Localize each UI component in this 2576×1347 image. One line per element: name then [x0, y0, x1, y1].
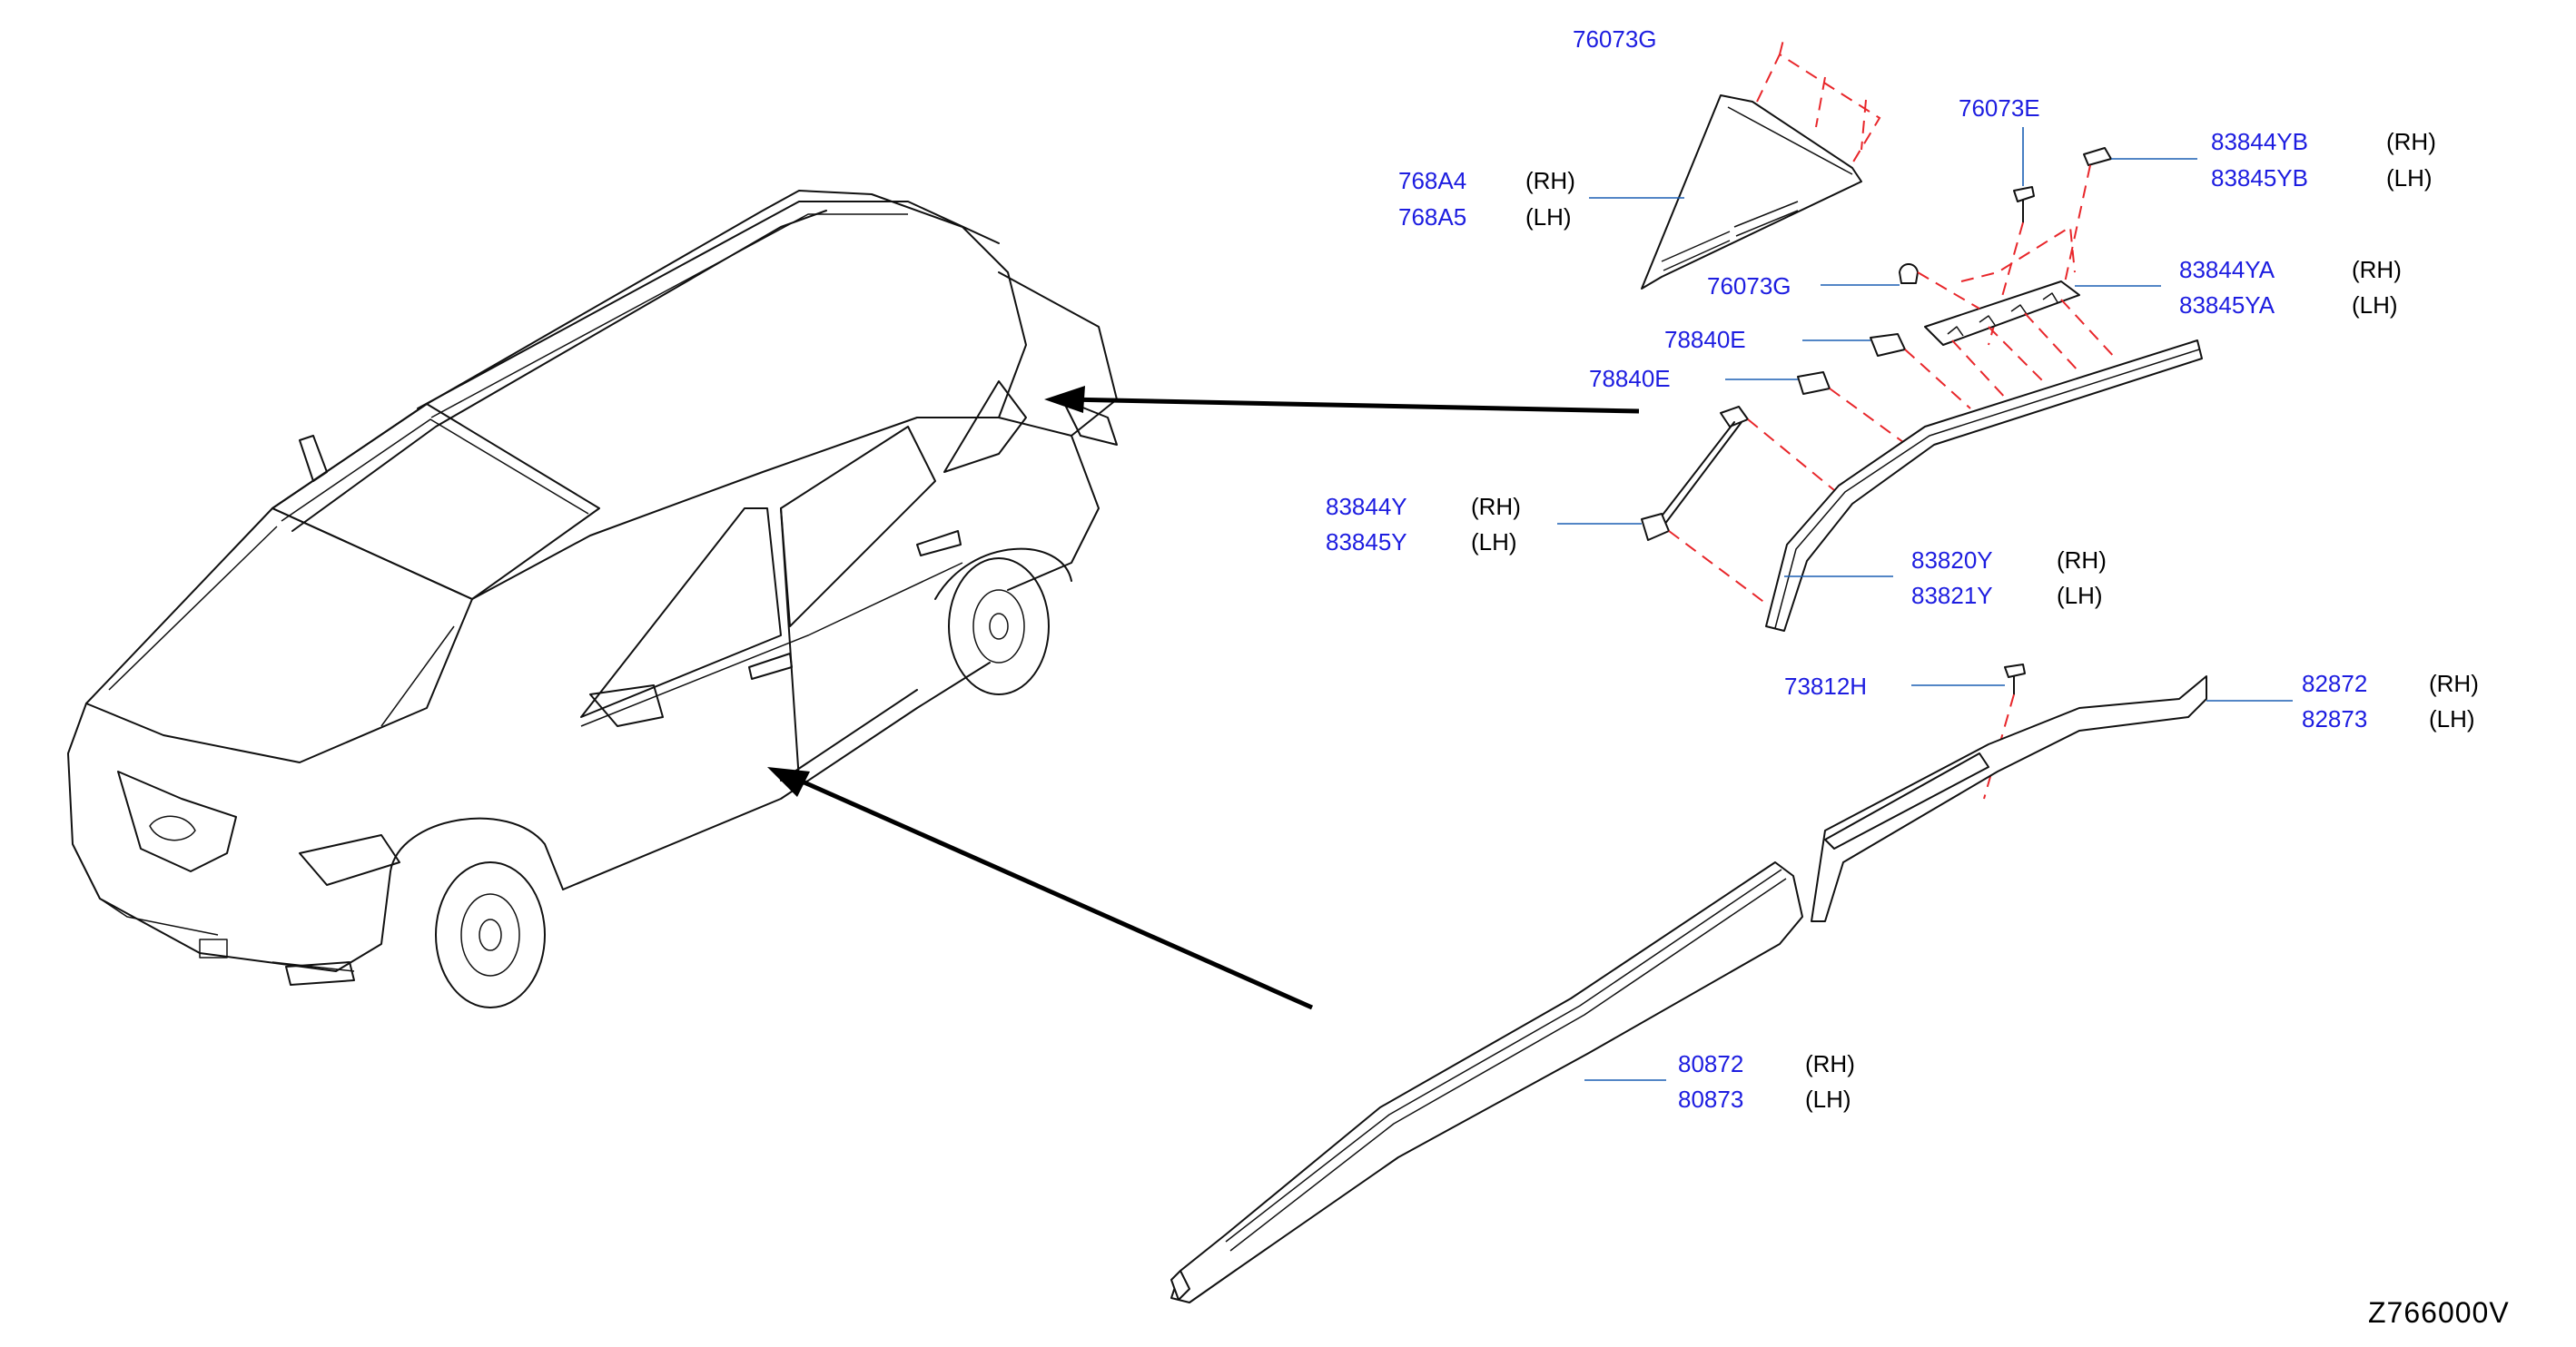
part-number-link[interactable]: 83844YA: [2179, 256, 2275, 283]
side-label: (RH): [2057, 546, 2107, 574]
side-label: (RH): [1471, 493, 1521, 520]
part-number-link[interactable]: 83821Y: [1911, 582, 1993, 609]
side-sill-molding: [1170, 861, 1803, 1303]
side-label: (LH): [2057, 582, 2103, 609]
part-number-link[interactable]: 76073G: [1707, 272, 1791, 300]
part-number-link[interactable]: 83845Y: [1326, 528, 1407, 556]
side-label: (RH): [1805, 1050, 1855, 1077]
part-number-link[interactable]: 78840E: [1589, 365, 1671, 392]
vehicle-illustration: [67, 190, 1118, 1008]
side-label: (RH): [1525, 167, 1575, 194]
part-number-link[interactable]: 83845YA: [2179, 291, 2275, 319]
side-label: (LH): [2352, 291, 2398, 319]
part-number-link[interactable]: 82872: [2302, 670, 2368, 697]
part-number-link[interactable]: 76073E: [1959, 94, 2040, 122]
triangle-finisher: [1641, 94, 1862, 290]
lower-parts: [1170, 664, 2207, 1303]
lower-location-arrow: [788, 773, 1314, 1010]
part-number-link[interactable]: 82873: [2302, 705, 2368, 732]
leader-lines: [1557, 127, 2293, 1081]
side-label: (LH): [2386, 164, 2433, 192]
roof-molding: [1765, 339, 2203, 632]
side-label: (LH): [1525, 203, 1572, 231]
part-number-link[interactable]: 76073G: [1573, 25, 1657, 53]
upper-location-arrow: [1066, 397, 1640, 414]
part-number-link[interactable]: 73812H: [1784, 673, 1868, 700]
part-number-link[interactable]: 83845YB: [2211, 164, 2308, 192]
side-label: (LH): [1805, 1086, 1851, 1113]
side-label: (RH): [2352, 256, 2402, 283]
side-label: (RH): [2429, 670, 2479, 697]
part-number-link[interactable]: 83844Y: [1326, 493, 1407, 520]
part-number-link[interactable]: 78840E: [1664, 326, 1746, 353]
upper-parts: [1641, 35, 2203, 632]
side-label: (RH): [2386, 128, 2436, 155]
location-arrows: [767, 386, 1640, 1010]
side-label: (LH): [1471, 528, 1517, 556]
side-label: (LH): [2429, 705, 2475, 732]
part-number-link[interactable]: 83820Y: [1911, 546, 1993, 574]
upper-bracket: [1924, 280, 2080, 346]
part-number-link[interactable]: 83844YB: [2211, 128, 2308, 155]
part-number-link[interactable]: 768A4: [1398, 167, 1467, 194]
part-number-link[interactable]: 80872: [1678, 1050, 1744, 1077]
part-number-link[interactable]: 80873: [1678, 1086, 1744, 1113]
part-number-link[interactable]: 768A5: [1398, 203, 1467, 231]
wheel-arch-molding: [1811, 675, 2207, 922]
diagram-code: Z766000V: [2368, 1296, 2510, 1329]
